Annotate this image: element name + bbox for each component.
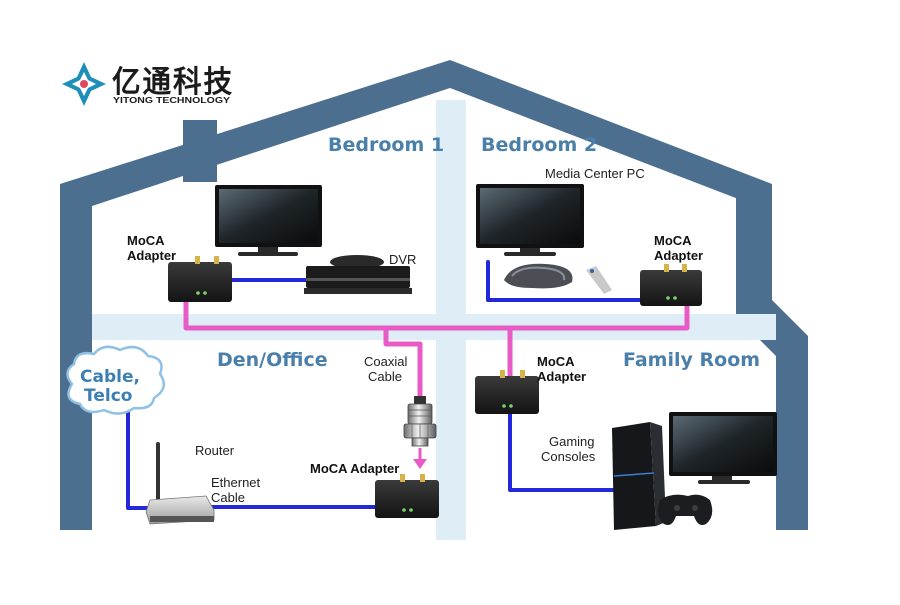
keyboard-icon	[504, 263, 573, 289]
label-moca-adapter-bedroom1-l1: MoCA	[127, 233, 165, 248]
label-moca-adapter-bedroom1-l2: Adapter	[127, 248, 176, 263]
ethernet-cable-bedroom2	[486, 260, 644, 302]
company-logo: 亿通科技 YITONG TECHNOLOGY	[62, 62, 234, 106]
moca-adapter-bedroom-1	[168, 256, 232, 302]
house-right-wall-lower	[736, 300, 808, 530]
label-dvr: DVR	[389, 252, 416, 267]
house-right-wall-upper	[736, 196, 772, 314]
ethernet-cable-cloud-router	[126, 410, 152, 510]
cloud-cable-telco	[66, 345, 166, 415]
label-coaxial-cable-l2: Cable	[368, 369, 402, 384]
cloud-label-line2: Telco	[84, 386, 132, 406]
logo-name-en: YITONG TECHNOLOGY	[113, 95, 230, 105]
game-console-icon	[612, 422, 666, 530]
label-moca-adapter-bedroom2-l1: MoCA	[654, 233, 692, 248]
label-ethernet-cable-l1: Ethernet	[211, 475, 261, 490]
label-router: Router	[195, 443, 235, 458]
room-title-family-room: Family Room	[623, 349, 760, 371]
label-coaxial-cable-l1: Coaxial	[364, 354, 407, 369]
monitor-media-center-pc	[476, 184, 584, 256]
moca-adapter-family-room	[475, 370, 539, 414]
label-moca-adapter-family-l2: Adapter	[537, 369, 586, 384]
tv-family-room	[669, 412, 777, 484]
label-moca-adapter-bedroom2-l2: Adapter	[654, 248, 703, 263]
cloud-label-line1: Cable,	[80, 367, 140, 387]
house-roof	[60, 60, 772, 212]
coax-connector-icon	[403, 396, 437, 447]
coax-cable-drop-den	[383, 325, 423, 403]
game-controller-icon	[657, 494, 713, 525]
label-media-center-pc: Media Center PC	[545, 166, 645, 181]
remote-control-icon	[586, 266, 612, 294]
arrow-down-icon	[413, 448, 427, 469]
ethernet-cable-gaming	[508, 410, 616, 492]
ethernet-cable-network	[126, 260, 644, 510]
moca-adapter-bedroom-2	[640, 264, 702, 306]
label-gaming-consoles-l2: Consoles	[541, 449, 596, 464]
logo-mark-icon	[62, 62, 106, 106]
room-title-den-office: Den/Office	[217, 349, 328, 371]
logo-name-cn: 亿通科技	[112, 65, 234, 100]
label-ethernet-cable-l2: Cable	[211, 490, 245, 505]
label-moca-adapter-family-l1: MoCA	[537, 354, 575, 369]
dvr-device	[304, 255, 412, 294]
moca-adapter-den	[375, 474, 439, 518]
tv-bedroom-1	[215, 185, 322, 256]
label-moca-adapter-den: MoCA Adapter	[310, 461, 399, 476]
router-device	[145, 442, 215, 525]
coax-cable-network	[183, 299, 690, 403]
coax-cable-main	[183, 299, 690, 331]
room-title-bedroom-1: Bedroom 1	[328, 134, 444, 156]
label-gaming-consoles-l1: Gaming	[549, 434, 595, 449]
room-title-bedroom-2: Bedroom 2	[481, 134, 597, 156]
